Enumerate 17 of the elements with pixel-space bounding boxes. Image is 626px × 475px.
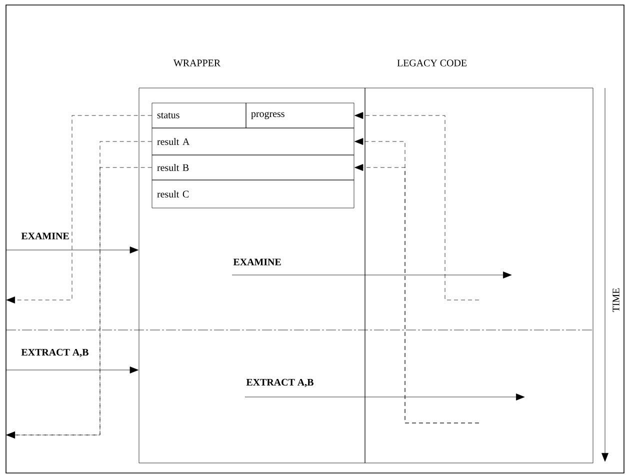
message-label: EXAMINE: [232, 258, 282, 266]
edge-label: EXTRACT A,B: [20, 348, 90, 358]
arrow: [6, 115, 152, 304]
region-box: LEGACY CODE: [364, 60, 594, 464]
message-label: EXTRACT A,B: [245, 378, 315, 388]
arrow: [6, 246, 138, 254]
table-cell: result B: [152, 154, 354, 180]
arrow: [354, 112, 480, 300]
table-cell: progress: [246, 102, 354, 128]
table-cell: result C: [152, 180, 354, 208]
axis-label: TIME: [612, 286, 620, 314]
node-label: WRAPPER: [173, 60, 221, 66]
table-cell: status: [152, 102, 246, 128]
table-cell: result A: [152, 128, 354, 156]
node-label: LEGACY CODE: [397, 60, 467, 66]
edge-label: EXAMINE: [20, 232, 70, 240]
arrow: [6, 366, 138, 374]
